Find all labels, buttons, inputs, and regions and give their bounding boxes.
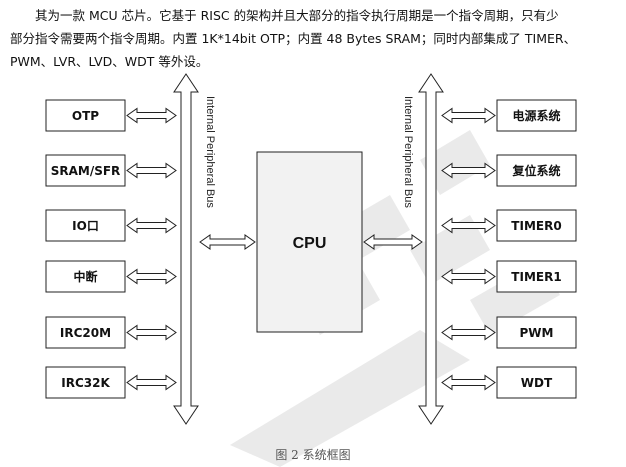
left-block-2-label: SRAM/SFR bbox=[51, 164, 121, 178]
left-block-2 bbox=[45, 154, 126, 187]
left-block-1-arrow bbox=[126, 107, 177, 124]
right-block-1-arrow bbox=[441, 107, 496, 124]
left-block-4 bbox=[45, 260, 126, 293]
right-block-3 bbox=[496, 209, 577, 242]
paragraph-line-3: PWM、LVR、LVD、WDT 等外设。 bbox=[10, 54, 209, 69]
left-block-5-label: IRC20M bbox=[60, 326, 111, 340]
left-block-3 bbox=[45, 209, 126, 242]
left-block-6-arrow bbox=[126, 374, 177, 391]
right-block-3-arrow bbox=[441, 217, 496, 234]
right-block-6-arrow bbox=[441, 374, 496, 391]
right-block-6-label: WDT bbox=[521, 376, 553, 390]
right-block-4 bbox=[496, 260, 577, 293]
left-block-2-arrow bbox=[126, 162, 177, 179]
left-block-4-label: 中断 bbox=[73, 269, 97, 284]
left-block-1 bbox=[45, 99, 126, 132]
right-block-3-label: TIMER0 bbox=[511, 219, 561, 233]
paragraph-line-1: 其为一款 MCU 芯片。它基于 RISC 的架构并且大部分的指令执行周期是一个指… bbox=[35, 8, 559, 23]
bus-label-right: Internal Peripheral Bus bbox=[402, 96, 414, 208]
left-block-5 bbox=[45, 316, 126, 349]
right-block-5 bbox=[496, 316, 577, 349]
right-block-2-arrow bbox=[441, 162, 496, 179]
left-block-3-arrow bbox=[126, 217, 177, 234]
internal-bus-right-arrow bbox=[418, 73, 444, 425]
cpu-block bbox=[256, 151, 363, 333]
left-block-1-label: OTP bbox=[72, 109, 99, 123]
internal-bus-left-arrow bbox=[173, 73, 199, 425]
paragraph-line-2: 部分指令需要两个指令周期。内置 1K*14bit OTP；内置 48 Bytes… bbox=[10, 31, 577, 46]
left-block-3-label: IO口 bbox=[72, 219, 99, 233]
right-block-5-label: PWM bbox=[520, 326, 554, 340]
right-block-1 bbox=[496, 99, 577, 132]
right-block-2-label: 复位系统 bbox=[511, 163, 560, 178]
right-block-1-label: 电源系统 bbox=[512, 108, 560, 123]
right-block-4-label: TIMER1 bbox=[511, 270, 561, 284]
left-block-4-arrow bbox=[126, 268, 177, 285]
cpu-label: CPU bbox=[293, 235, 327, 252]
right-block-5-arrow bbox=[441, 324, 496, 341]
intro-paragraph: 其为一款 MCU 芯片。它基于 RISC 的架构并且大部分的指令执行周期是一个指… bbox=[10, 4, 618, 73]
bus-label-left: Internal Peripheral Bus bbox=[204, 96, 216, 208]
right-block-6 bbox=[496, 366, 577, 399]
left-block-6-label: IRC32K bbox=[61, 376, 110, 390]
left-block-6 bbox=[45, 366, 126, 399]
cpu-bus-arrow-left bbox=[199, 234, 256, 250]
figure-caption: 图 2 系统框图 bbox=[275, 448, 351, 462]
right-block-4-arrow bbox=[441, 268, 496, 285]
left-block-5-arrow bbox=[126, 324, 177, 341]
cpu-bus-arrow-right bbox=[363, 234, 423, 250]
right-block-2 bbox=[496, 154, 577, 187]
